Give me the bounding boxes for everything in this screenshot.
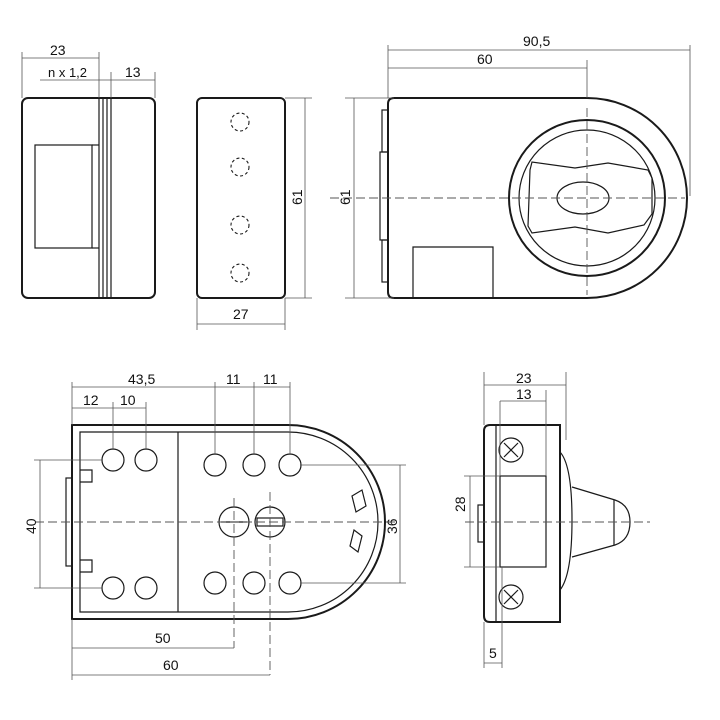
profile-view-edge-tab bbox=[477, 504, 485, 543]
dim-label-left-height: 40 bbox=[23, 518, 39, 534]
profile-view: 23 13 28 5 bbox=[452, 370, 650, 668]
screw-hole-hidden bbox=[230, 157, 250, 177]
side-view: 23 n x 1,2 13 bbox=[21, 42, 156, 299]
profile-view-outline bbox=[483, 424, 561, 623]
dim-label-height: 61 bbox=[289, 189, 305, 205]
dim-label-plate-spacing: n x 1,2 bbox=[48, 65, 87, 80]
edge-view: 61 27 bbox=[196, 97, 312, 330]
back-view: 43,5 12 10 11 11 40 36 50 60 bbox=[23, 371, 406, 680]
back-view-clip bbox=[80, 469, 93, 483]
screw-cross bbox=[503, 589, 519, 605]
dim-label-to-center: 60 bbox=[477, 51, 493, 67]
dim-label-body-depth: 13 bbox=[125, 64, 141, 80]
dim-label-width: 27 bbox=[233, 306, 249, 322]
front-view-edge-tab bbox=[381, 239, 389, 283]
front-view: 90,5 60 61 bbox=[330, 33, 691, 299]
side-view-outline bbox=[21, 97, 156, 299]
front-view-lower-notch bbox=[412, 246, 494, 298]
screw-hole-hidden bbox=[230, 112, 250, 132]
mounting-hole bbox=[278, 571, 302, 595]
back-view-clip bbox=[80, 559, 93, 573]
screw-hole-hidden bbox=[230, 215, 250, 235]
dim-label-spacing-2: 11 bbox=[263, 371, 278, 387]
mounting-hole bbox=[203, 453, 227, 477]
back-view-latch bbox=[351, 489, 367, 513]
dim-label-hole-b: 10 bbox=[120, 392, 136, 408]
cylinder-rosette bbox=[508, 119, 666, 277]
dim-label-spacing-1: 11 bbox=[226, 371, 241, 387]
back-view-inner-rim bbox=[79, 431, 379, 613]
dim-label-offset: 5 bbox=[489, 645, 497, 661]
mounting-hole bbox=[101, 576, 125, 600]
front-view-edge-tab bbox=[379, 151, 389, 241]
mounting-hole bbox=[242, 571, 266, 595]
profile-view-slot bbox=[499, 475, 547, 568]
edge-view-outline bbox=[196, 97, 286, 299]
mounting-hole bbox=[242, 453, 266, 477]
screw-cross bbox=[503, 442, 519, 458]
mounting-hole bbox=[134, 448, 158, 472]
dim-label-right-height: 36 bbox=[384, 518, 400, 534]
dim-label-total-width: 90,5 bbox=[523, 33, 550, 49]
mounting-hole bbox=[101, 448, 125, 472]
dim-label-bottom-50: 50 bbox=[155, 630, 171, 646]
screw-head bbox=[498, 437, 524, 463]
dim-label-height: 61 bbox=[337, 189, 353, 205]
dim-label-inner-width: 13 bbox=[516, 386, 532, 402]
screw-head bbox=[498, 584, 524, 610]
dim-label-hole-a: 12 bbox=[83, 392, 99, 408]
mounting-hole bbox=[134, 576, 158, 600]
side-view-window bbox=[34, 144, 93, 249]
dim-label-holes-offset: 43,5 bbox=[128, 371, 155, 387]
back-view-outline bbox=[71, 424, 386, 620]
dim-label-total-width: 23 bbox=[516, 370, 532, 386]
back-view-latch bbox=[349, 528, 363, 554]
screw-hole-hidden bbox=[230, 263, 250, 283]
dim-label-slot-height: 28 bbox=[452, 496, 468, 512]
dim-label-bottom-60: 60 bbox=[163, 657, 179, 673]
mounting-hole bbox=[203, 571, 227, 595]
profile-rosette bbox=[559, 451, 573, 591]
cylinder-bar bbox=[527, 161, 653, 234]
dim-label-total-width: 23 bbox=[50, 42, 66, 58]
mounting-hole bbox=[278, 453, 302, 477]
